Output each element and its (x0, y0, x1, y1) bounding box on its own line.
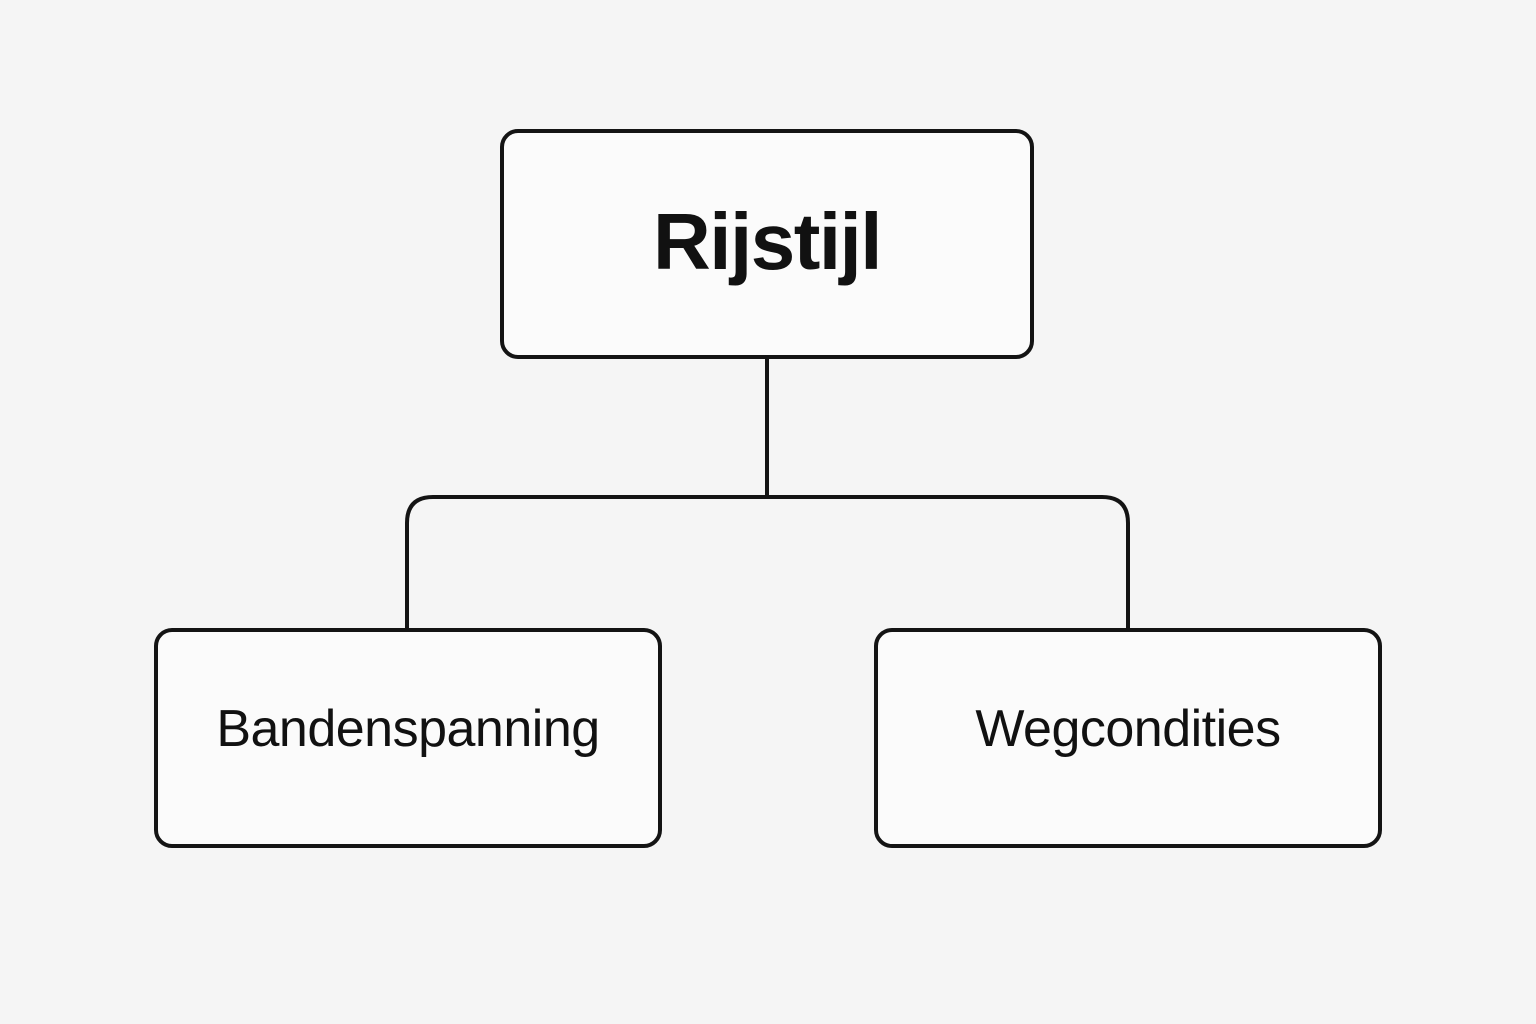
edge-root-to-child-1 (767, 495, 1130, 628)
edge-root-to-child-0 (405, 495, 767, 628)
node-child-wegcondities-label: Wegcondities (975, 700, 1281, 759)
node-child-bandenspanning[interactable]: Bandenspanning (154, 628, 662, 848)
node-child-bandenspanning-label: Bandenspanning (216, 700, 600, 759)
node-child-wegcondities[interactable]: Wegcondities (874, 628, 1382, 848)
node-root[interactable]: Rijstijl (500, 129, 1034, 359)
node-root-label: Rijstijl (652, 197, 883, 286)
